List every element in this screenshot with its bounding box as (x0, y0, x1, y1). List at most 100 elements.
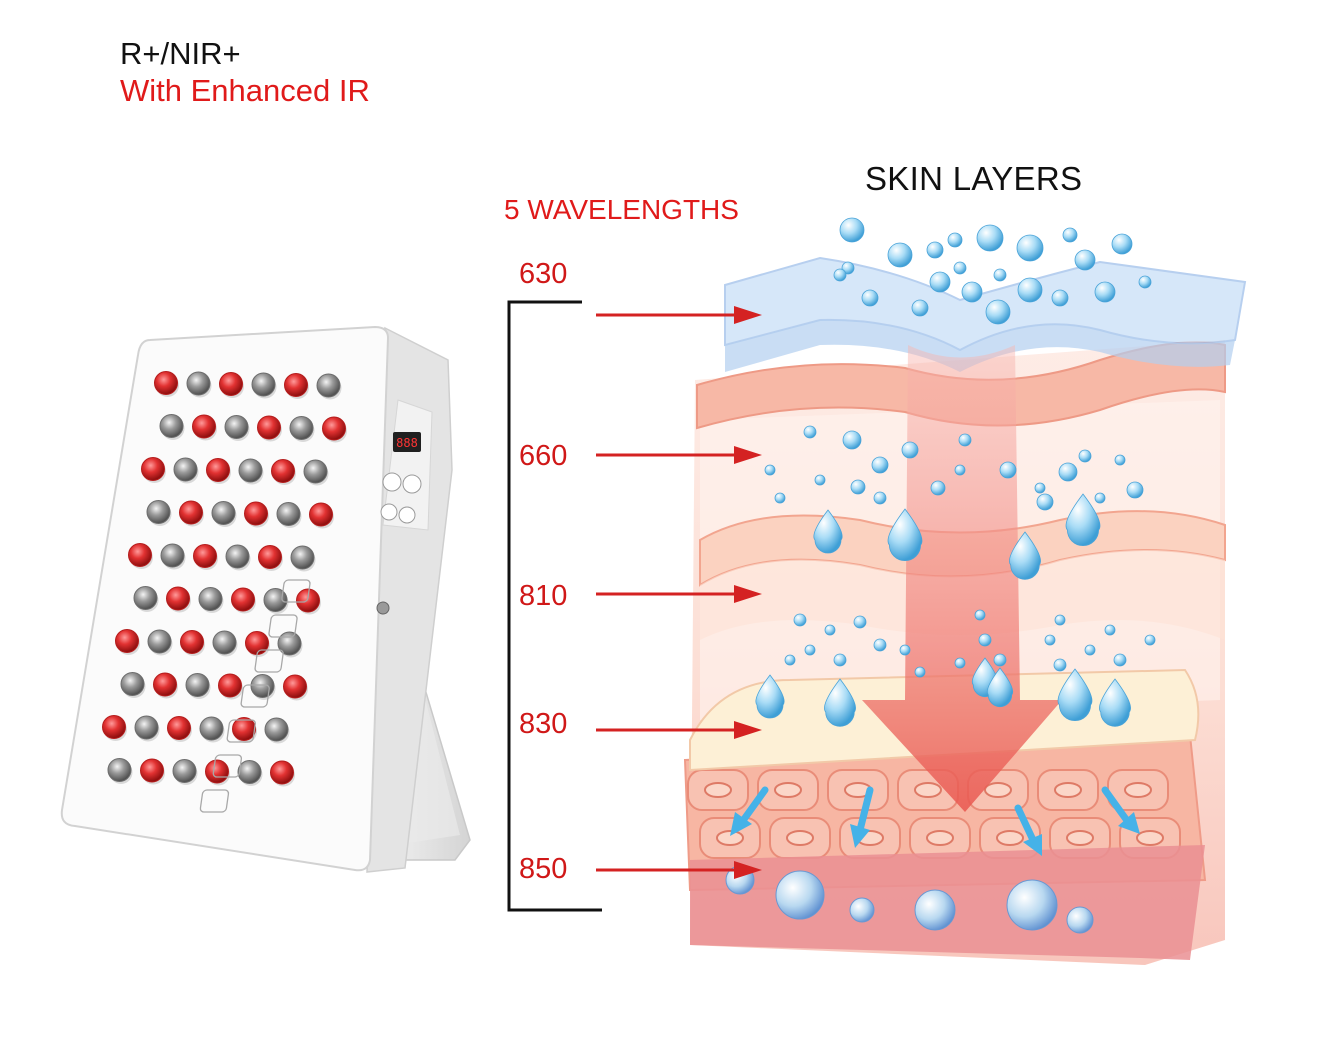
vent-slot (226, 719, 256, 743)
bubble-icon (901, 441, 919, 459)
red-led-icon (271, 459, 295, 483)
brightness-button[interactable] (398, 506, 416, 524)
bubble-icon (1094, 492, 1106, 504)
wavelengths-title: 5 WAVELENGTHS (504, 194, 739, 225)
nir-led-icon (290, 545, 315, 570)
bubble-icon (853, 615, 867, 629)
bubble-icon (954, 464, 966, 476)
droplet-icon (755, 674, 785, 719)
bubble-icon (999, 461, 1017, 479)
bubble-icon (841, 261, 855, 275)
bubble-icon (976, 224, 1004, 252)
bubble-icon (1074, 249, 1096, 271)
water-droplets (755, 493, 1131, 727)
nir-led-icon (186, 371, 211, 396)
bubble-icon (993, 653, 1007, 667)
bubble-icon (974, 609, 986, 621)
droplet-icon (1099, 678, 1131, 727)
red-light-device: 888 (60, 325, 471, 873)
bubble-icon (958, 433, 972, 447)
bubble-icon (993, 268, 1007, 282)
bubble-icon (954, 657, 966, 669)
side-vents (199, 579, 311, 813)
nir-led-icon (173, 457, 198, 482)
nir-led-icon (172, 759, 197, 783)
red-led-icon (205, 759, 229, 784)
bubble-icon (1062, 227, 1078, 243)
red-led-icon (192, 414, 216, 439)
red-led-icon (270, 760, 294, 785)
nir-led-icon (199, 716, 224, 741)
arrow-head-icon (734, 721, 762, 739)
bubble-icon (985, 299, 1011, 325)
bubble-icon (978, 633, 992, 647)
bubble-icon (1111, 233, 1133, 255)
nir-led-icon (120, 672, 145, 696)
blood-bubble-icon (849, 897, 875, 923)
nir-led-icon (211, 501, 236, 525)
bubble-icon (1113, 653, 1127, 667)
nir-led-icon (263, 588, 288, 612)
red-led-icon (283, 674, 307, 699)
red-led-icon (206, 458, 230, 482)
red-led-icon (257, 415, 281, 440)
bubble-icon (1044, 634, 1056, 646)
timer-button[interactable] (380, 503, 398, 521)
bubble-icon (947, 232, 963, 248)
bubble-icon (1138, 275, 1152, 289)
product-title: R+/NIR+ (120, 36, 241, 71)
bubble-icon (873, 491, 887, 505)
droplet-icon (887, 508, 923, 561)
bubble-icon (842, 430, 862, 450)
nir-led-icon (251, 372, 276, 397)
droplet-icon (1065, 493, 1101, 546)
blood-bubble-icon (775, 870, 825, 920)
droplet-icon (813, 509, 843, 554)
bubble-icon (1053, 658, 1067, 672)
bubble-icon (1058, 462, 1078, 482)
red-led-icon (245, 631, 269, 655)
bubble-icon (814, 474, 826, 486)
bubble-icon (804, 644, 816, 656)
diffusion-arrows (730, 786, 1140, 856)
red-led-icon (258, 545, 282, 569)
product-subtitle: With Enhanced IR (120, 73, 370, 108)
nir-led-icon (147, 629, 172, 654)
red-led-icon (219, 372, 243, 396)
bubble-icon (914, 666, 926, 678)
red-led-icon (244, 501, 268, 526)
blood-bubble-icon (1006, 879, 1058, 931)
droplet-icon (1057, 668, 1093, 721)
wavelength-label-830: 830 (519, 708, 568, 740)
bubble-icon (911, 299, 929, 317)
bubble-icon (1054, 614, 1066, 626)
vent-slot (212, 754, 243, 778)
blood-bubble-icon (914, 889, 956, 931)
red-led-icon (153, 672, 177, 697)
nir-led-icon (250, 674, 275, 698)
red-led-icon (167, 716, 191, 740)
nir-led-icon (276, 502, 301, 526)
wavelength-label-630: 630 (519, 258, 568, 290)
nir-led-icon (133, 586, 158, 610)
red-led-icon (180, 630, 204, 654)
red-led-icon (322, 416, 346, 441)
droplet-icon (1009, 531, 1041, 580)
mode-button[interactable] (402, 474, 422, 494)
red-led-icon (128, 543, 152, 567)
droplet-icon (986, 667, 1014, 708)
droplet-icon (824, 678, 856, 727)
bubble-icon (926, 241, 944, 259)
red-led-icon (179, 500, 203, 525)
bubble-icon (1017, 277, 1043, 303)
vent-slot (281, 579, 311, 603)
mount-screw-icon (376, 601, 390, 615)
power-button[interactable] (382, 472, 402, 492)
skin-layers-illustration (683, 217, 1247, 965)
bubble-icon (824, 624, 836, 636)
red-led-icon (193, 544, 217, 568)
bubble-icon (1036, 493, 1054, 511)
nir-led-icon (134, 715, 159, 740)
nir-led-icon (212, 630, 237, 655)
